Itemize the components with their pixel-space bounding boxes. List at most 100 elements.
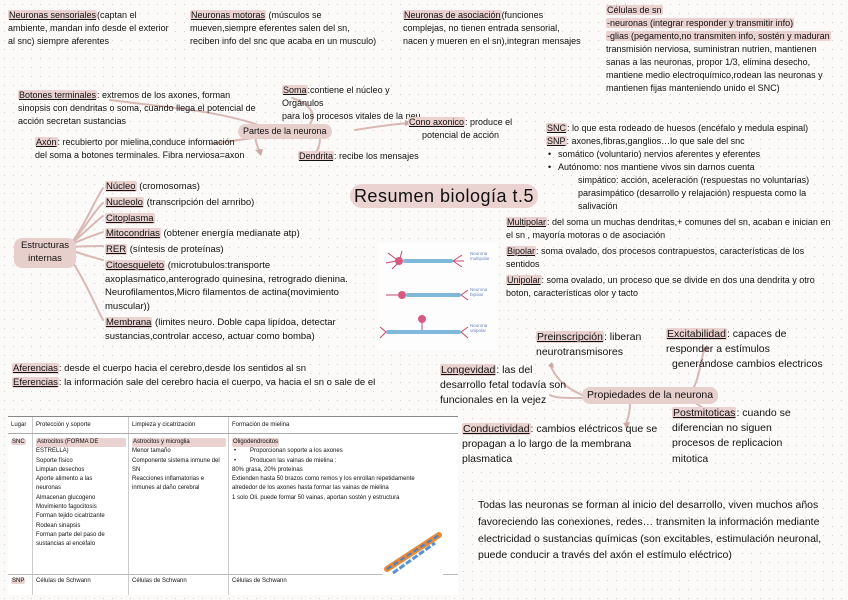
aferencias-heading: Aferencias — [12, 363, 59, 374]
neuronas-motoras-heading: Neuronas motoras — [190, 10, 267, 20]
citoesqueleto-line4: muscular)) — [105, 301, 150, 313]
neuronas-sensoriales-text: (captan el — [97, 10, 137, 20]
col2-line5: inmunes al daño cerebral — [132, 485, 200, 492]
botones-terminales-heading: Botones terminales — [18, 90, 98, 100]
snc-snp-note: SNC: lo que esta rodeado de huesos (encé… — [546, 122, 846, 213]
row-snp-label: SNP — [11, 577, 26, 586]
partes-neurona-center: Partes de la neurona — [238, 124, 332, 140]
glia-table: Lugar Protección y soporte Limpieza y ci… — [8, 416, 458, 595]
estructuras-internas-line1: Estructuras — [20, 240, 70, 251]
neuronas-motoras-line2: mueven,siempre eferentes salen del sn, — [190, 23, 350, 34]
col1-line9: Rodean sinapsis — [36, 522, 81, 529]
aferencias-line: Aferencias: desde el cuerpo hacia el cer… — [12, 362, 412, 376]
snp-somatico: somático (voluntario) nervios aferentes … — [546, 148, 846, 161]
snp-proteccion: Células de Schwann — [36, 578, 91, 584]
nucleo-item: Núcleo (cromosomas) — [105, 180, 375, 194]
col1-line11: sustancias al encéfalo — [36, 541, 96, 548]
conclusion-line4: puede conducir a través del axón el estí… — [478, 549, 732, 562]
mitocondrias-item: Mitocondrias (obtener energía medianate … — [105, 227, 375, 241]
citoplasma-heading: Citoplasma — [105, 212, 155, 224]
conductividad-line2: propagan a lo largo de la membrana — [462, 438, 632, 451]
soma-heading: Soma — [282, 85, 308, 95]
longevidad-text: : las del — [496, 364, 533, 376]
col1-line4: Aporte alimento a las — [36, 476, 93, 483]
postmitoticas-line2: diferencian no siguen — [672, 422, 772, 435]
header-proteccion: Protección y soporte — [36, 422, 91, 428]
neuronas-motoras-line3: reciben info del snc que acaba en un mus… — [190, 36, 377, 47]
axon-note: Axón: recubierto por mielina,conduce inf… — [35, 136, 265, 162]
longevidad-line3: funcionales en la vejez — [440, 394, 547, 407]
mitocondrias-heading: Mitocondrias — [105, 228, 161, 240]
col1-line2: Soporte físico — [36, 457, 73, 464]
celulas-sn-line5: mantiene medio electroquímico,rodean las… — [606, 70, 823, 81]
postmitoticas-line3: procesos de replicacion — [672, 437, 783, 450]
col-proteccion: Astrocitos (FORMA DE ESTRELLA) Soporte f… — [36, 438, 126, 550]
col3-line2: Extienden hasta 50 brazos como remos y l… — [232, 476, 415, 483]
multipolar-note: Multipolar: del soma un muchas dendritas… — [506, 216, 846, 242]
nucleolo-item: Nucleolo (transcripción del arnribo) — [105, 196, 375, 210]
neuronas-asociacion-text: (funciones — [501, 10, 544, 20]
membrana-item: Membrana (limites neuro. Doble capa lipí… — [105, 316, 375, 344]
myelin-illustration — [383, 529, 443, 575]
rer-heading: RER — [105, 244, 128, 256]
snp-text: : axones,fibras,ganglios…lo que sale del… — [566, 136, 745, 147]
col3-line1: 80% grasa, 20% proteínas — [232, 466, 303, 473]
estructuras-internas-line2: internas — [28, 252, 62, 264]
rer-item: RER (síntesis de proteínas) — [105, 243, 375, 257]
page-title: Resumen biología t.5 — [350, 184, 538, 208]
col2-line2: Componente sistema inmune del — [132, 457, 220, 464]
neuronas-sensoriales-line2: ambiente, mandan info desde el exterior — [8, 23, 169, 34]
mitocondrias-text: (obtener energía medianate atp) — [160, 228, 300, 240]
nucleolo-text: (transcripción del arnribo) — [143, 196, 255, 208]
unipolar-heading: Unipolar — [506, 275, 542, 286]
botones-terminales-line3: acción secretan sustancias — [18, 116, 127, 127]
neuronas-sensoriales-heading: Neuronas sensoriales — [8, 10, 98, 20]
conductividad-text: : cambios eléctricos que se — [530, 423, 658, 435]
bipolar-note: Bipolar: soma ovalado, dos procesos cont… — [506, 245, 846, 271]
conductividad-line3: plasmatica — [462, 453, 513, 466]
col3-line4: 1 solo Oli. puede formar 50 vainas, apor… — [232, 494, 400, 501]
nucleo-text: (cromosomas) — [136, 181, 200, 192]
neuronas-motoras-note: Neuronas motoras (músculos se mueven,sie… — [190, 9, 395, 48]
eferencias-line: Eferencias: la información sale del cere… — [12, 376, 412, 390]
soma-line2: para los procesos vitales de la neu — [282, 111, 421, 122]
col3-line3: alrededor de los axones hasta formar las… — [232, 485, 389, 492]
excitabilidad-heading: Excitabilidad — [666, 328, 727, 340]
snp-heading: SNP — [546, 136, 567, 147]
bipolar-heading: Bipolar — [506, 246, 537, 257]
snp-mielina: Células de Schwann — [232, 578, 287, 584]
conclusion-line3: electricidad o sustancias químicas (son … — [478, 532, 822, 545]
col2-line3: SN — [132, 466, 141, 473]
preinscripcion-note: Preinscripción: liberan neurotransmisore… — [536, 330, 676, 360]
col1-line1: ESTRELLA) — [36, 448, 69, 455]
unipolar-line2: boton, características olor y tacto — [506, 288, 639, 299]
citoesqueleto-line3: Neurofilamentos,Micro filamentos de acti… — [105, 287, 339, 299]
cono-axonico-heading: Cono axonico — [408, 117, 466, 127]
longevidad-line2: desarrollo fetal todavía son — [440, 379, 567, 392]
col1-line6: Almacenan glucogeno — [36, 494, 96, 501]
propiedades-neurona-center: Propiedades de la neurona — [582, 387, 719, 405]
header-lugar: Lugar — [11, 422, 27, 428]
postmitoticas-note: Postmitoticas: cuando se diferencian no … — [672, 406, 842, 467]
multipolar-text: : del soma un muchas dendritas,+ comunes… — [547, 217, 831, 227]
celulas-sn-note: Células de sn -neuronas (integrar respon… — [606, 4, 844, 95]
col3-bullet2: Producen las vainas de mielina : — [232, 457, 456, 467]
neuronas-asociacion-note: Neuronas de asociación(funciones complej… — [403, 9, 598, 48]
botones-terminales-line2: sinopsis con dendritas o soma, cuando ll… — [18, 103, 256, 114]
label-multipolar: Neurona multipolar — [470, 251, 490, 262]
bipolar-text: : soma ovalado, dos procesos contrapuest… — [536, 246, 805, 257]
celulas-sn-heading: Células de sn — [606, 5, 663, 15]
snc-text: : lo que esta rodeado de huesos (encéfal… — [567, 123, 809, 133]
bipolar-line2: sentidos — [506, 259, 540, 270]
snp-label: SNP — [11, 578, 26, 584]
multipolar-line2: el sn , mayoría motoras o de asociación — [506, 230, 666, 241]
col1-line5: neuronas — [36, 485, 62, 492]
col1-line3: Limpian desechos — [36, 466, 85, 473]
axon-text: : recubierto por mielina,conduce informa… — [57, 137, 235, 147]
col-mielina: Oligodendrocitos Proporcionan soporte a … — [232, 438, 456, 503]
col2-line4: Reacciones inflamatorias e — [132, 476, 205, 483]
row-snc-label: SNC — [11, 438, 26, 447]
citoplasma-item: Citoplasma — [105, 212, 375, 226]
snp-limpieza: Células de Schwann — [132, 578, 187, 584]
neuron-types-figure: Neurona multipolar Neurona bipolar Neuro… — [378, 243, 498, 351]
